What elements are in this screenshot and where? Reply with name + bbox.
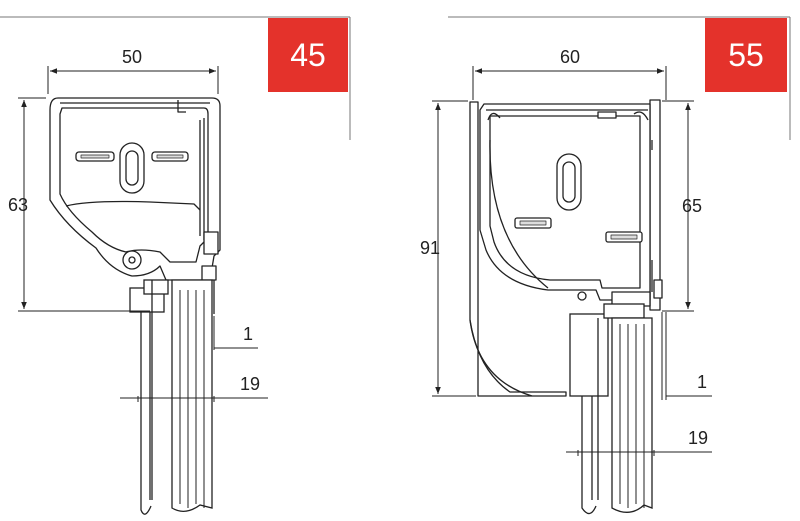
dim-label-gap-55: 1: [697, 372, 707, 392]
roller-box-55: [469, 99, 663, 397]
size-badge-55-label: 55: [728, 36, 764, 73]
dim-label-height-45: 63: [8, 195, 28, 215]
size-badge-55: 55: [705, 18, 787, 92]
housing-inner-55: [489, 115, 641, 289]
dim-label-slat-45: 19: [240, 374, 260, 394]
size-badge-45-label: 45: [290, 36, 326, 73]
dim-label-total-height-55: 91: [420, 238, 440, 258]
dim-label-slat-55: 19: [688, 428, 708, 448]
slat-55: [569, 303, 653, 515]
slat-45: [129, 279, 215, 515]
roller-box-45: [49, 97, 221, 281]
dimensions-55: [432, 66, 712, 456]
dim-label-width-55: 60: [560, 47, 580, 67]
size-badge-45: 45: [268, 18, 348, 92]
dim-label-gap-45: 1: [243, 324, 253, 344]
dim-label-width-45: 50: [122, 47, 142, 67]
dim-label-height-55: 65: [682, 196, 702, 216]
frame-lines: [0, 16, 791, 140]
dimensions-45: [18, 66, 268, 402]
